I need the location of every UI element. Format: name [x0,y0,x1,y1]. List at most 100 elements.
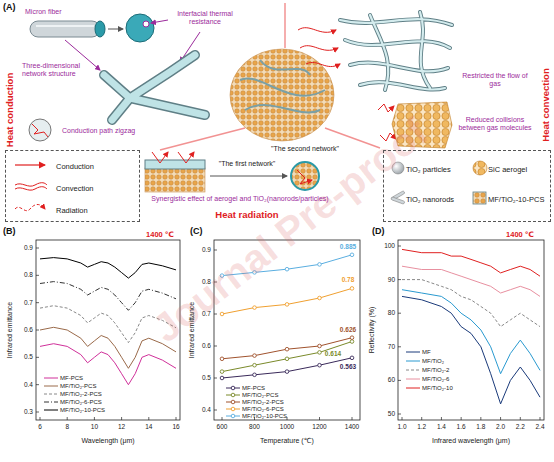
tick-mark [36,302,39,303]
callout-text: Reduced collisions between gas molecules [457,116,533,133]
tick-label: 0.6 [24,326,33,334]
tick-label: 80 [388,309,395,317]
tick-mark [398,346,401,347]
data-marker [318,363,322,367]
legend-samples [15,161,487,211]
data-marker [253,306,257,310]
tick-mark [121,417,122,420]
emittance-curve [40,258,176,279]
fiber-network [104,55,205,120]
data-marker [220,376,224,380]
legend-marker [231,414,235,418]
panel-letter: (C) [190,226,203,237]
legend-entry: MF/TiO₂-10-PCS [226,413,287,420]
legend-sample [406,388,420,389]
micron-fiber [30,14,200,70]
legend-text: MF/TiO₂-10 [422,385,453,391]
tick-mark [214,250,217,251]
legend-line [226,413,240,419]
legend-text: MF/TiO₂ [422,358,444,364]
data-marker [350,253,354,257]
legend-box: TiO₂ particlesSiC aerogelTiO₂ nanorodsMF… [383,150,551,222]
legend-line [44,399,58,405]
legend-text: MF/TiO₂-6-PCS [60,399,102,405]
tick-mark [500,417,501,420]
legend-line [226,406,240,412]
data-marker [285,357,289,361]
tick-mark [398,246,401,247]
legend-line [44,383,58,389]
tick-mark [222,417,223,420]
legend-line [44,375,58,381]
tick-mark [36,248,39,249]
legend-text: MF [422,349,431,355]
legend-sample [44,386,58,387]
reflectivity-curve [402,296,540,404]
legend-line [44,391,58,397]
node-text: Convection [56,184,94,193]
legend-text: MF-PCS [60,375,83,381]
plot-frame [398,240,544,420]
tick-label: 90 [388,276,395,284]
tick-label: 8 [65,423,69,431]
axis-title: Infrared emittance [6,302,14,358]
tick-label: 0.5 [202,374,211,382]
legend-line [406,385,420,391]
tick-mark [214,410,217,411]
data-marker [285,370,289,374]
legend-entry: MF/TiO₂-6 [406,376,449,383]
legend-line [406,376,420,382]
tick-mark [36,412,39,413]
legend-entry: MF/TiO₂-PCS [226,392,278,399]
heat-heading: Heat conduction [4,73,15,147]
legend-entry: MF/TiO₂ [406,358,444,365]
tick-label: 1000 [280,423,294,431]
legend-sample [406,361,420,362]
legend-entry: MF/TiO₂-2-PCS [44,391,102,398]
data-marker [350,356,354,360]
data-marker [220,357,224,361]
node-text: Conduction [56,162,94,171]
heat-heading: Heat convection [540,68,551,141]
legend-line [406,349,420,355]
legend-text: MF-PCS [242,385,265,391]
node-text: MF/TiO₂-10-PCS [488,195,544,204]
emittance-curve [40,344,176,385]
tick-label: 0.7 [24,299,33,307]
axis-title: Infrared emittance [188,302,196,358]
axis-title: Infrared wavelength (μm) [432,437,510,445]
data-marker [253,354,257,358]
zigzag-icon [29,119,51,141]
tick-mark [94,417,95,420]
reflectivity-curve [402,249,540,276]
tick-mark [36,275,39,276]
tick-mark [36,330,39,331]
legend-box: ConductionConvectionRadiation [5,150,140,222]
reflectivity-curve [402,266,540,296]
tick-mark [40,417,41,420]
callout-text: Micron fiber [25,8,62,16]
tick-mark [398,313,401,314]
heat-heading: Heat radiation [215,209,278,220]
tick-label: 0.8 [24,271,33,279]
value-label: 0.563 [340,363,356,371]
legend-text: MF/TiO₂-2 [422,367,449,373]
callout-text: "The first network" [219,160,276,168]
data-marker [253,373,257,377]
tick-mark [398,414,401,415]
value-label: 0.626 [340,326,356,334]
legend-marker [231,386,235,390]
legend-entry: MF/TiO₂-6-PCS [226,406,284,413]
tick-label: 14 [145,423,152,431]
legend-entry: MF-PCS [44,375,83,382]
node-text: TiO₂ nanorods [406,195,454,204]
legend-entry: MF/TiO₂-10-PCS [44,407,105,414]
legend-sample [44,394,58,395]
tick-label: 0.6 [202,342,211,350]
tick-mark [352,417,353,420]
data-marker [285,303,289,307]
tick-mark [398,279,401,280]
emittance-line [222,338,352,359]
tick-mark [176,417,177,420]
tick-label: 1.8 [476,423,485,431]
